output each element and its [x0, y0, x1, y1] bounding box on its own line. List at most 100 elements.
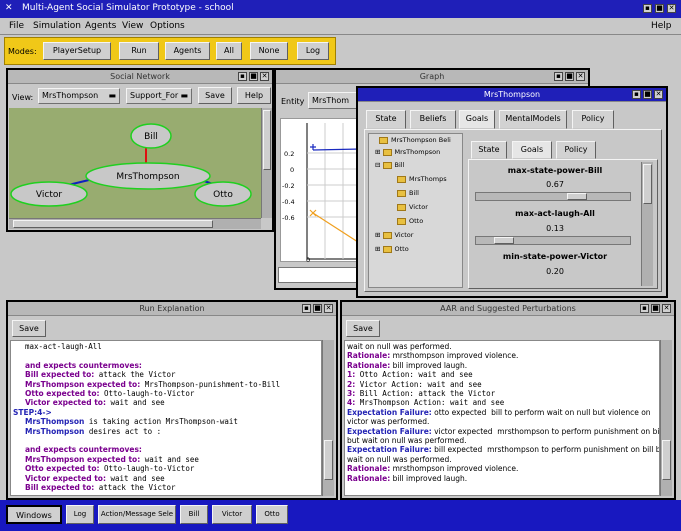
close-icon[interactable]: ✕ [667, 4, 676, 13]
text-line: Rationale: bill improved laugh. [347, 361, 467, 370]
taskbar-victor-button[interactable]: Victor [212, 505, 252, 524]
tree-node[interactable]: Bill [397, 189, 419, 198]
re-minimize-icon[interactable]: ▪ [302, 304, 311, 313]
sn-filter-select[interactable]: Support_For ▬ [126, 88, 192, 104]
line-text: wait and see [105, 398, 165, 408]
goals-vscrollbar[interactable] [641, 162, 653, 286]
goals-vscroll-thumb[interactable] [643, 164, 652, 204]
goal-value: 0.13 [546, 224, 564, 233]
aar-close-icon[interactable]: ✕ [662, 304, 671, 313]
taskbar-windows-button[interactable]: Windows [6, 505, 62, 524]
aar-vscrollbar[interactable] [660, 340, 672, 496]
sn-view-select[interactable]: MrsThompson ▬ [38, 88, 120, 104]
node-victor[interactable] [10, 181, 88, 207]
line-label: 1: [347, 370, 356, 380]
graph-text-field[interactable] [278, 267, 360, 283]
re-close-icon[interactable]: ✕ [324, 304, 333, 313]
mode-log-button[interactable]: Log [297, 42, 329, 60]
social-network-title: Social Network [110, 72, 170, 81]
mt-maximize-icon[interactable]: ■ [643, 90, 652, 99]
tree-node[interactable]: ⊞ Otto [375, 245, 409, 253]
sn-hscroll-thumb[interactable] [13, 220, 213, 228]
sn-minimize-icon[interactable]: ▪ [238, 72, 247, 81]
goal-slider[interactable] [475, 192, 631, 201]
tree-node[interactable]: ⊞ Victor [375, 231, 414, 239]
text-line: and expects countermoves: [25, 446, 142, 454]
taskbar-log-button[interactable]: Log [66, 505, 94, 524]
sn-maximize-icon[interactable]: ■ [249, 72, 258, 81]
tree-node[interactable]: MrsThomps [397, 175, 447, 184]
tab-beliefs[interactable]: Beliefs [410, 110, 456, 129]
menu-options[interactable]: Options [150, 21, 185, 31]
mt-close-icon[interactable]: ✕ [654, 90, 663, 99]
mode-all-button[interactable]: All [216, 42, 242, 60]
mt-minimize-icon[interactable]: ▪ [632, 90, 641, 99]
sn-close-icon[interactable]: ✕ [260, 72, 269, 81]
aar-maximize-icon[interactable]: ■ [651, 304, 660, 313]
goal-slider-thumb[interactable] [493, 237, 514, 244]
subtab-goals[interactable]: Goals [512, 141, 552, 159]
maximize-icon[interactable]: ■ [655, 4, 664, 13]
text-line: Rationale: mrsthompson improved violence… [347, 465, 518, 473]
re-maximize-icon[interactable]: ■ [313, 304, 322, 313]
re-save-button[interactable]: Save [12, 320, 46, 337]
graph-maximize-icon[interactable]: ■ [565, 72, 574, 81]
sn-vscrollbar[interactable] [261, 108, 272, 218]
re-vscroll-thumb[interactable] [324, 440, 333, 480]
tree-node[interactable]: ⊞ MrsThompson [375, 148, 441, 156]
taskbar-bill-button[interactable]: Bill [180, 505, 208, 524]
menu-file[interactable]: File [9, 21, 25, 31]
sn-view-label: View: [12, 93, 34, 102]
node-mrsthompson[interactable] [85, 162, 211, 190]
graph-minimize-icon[interactable]: ▪ [554, 72, 563, 81]
menu-view[interactable]: View [122, 21, 144, 31]
goal-slider[interactable] [475, 236, 631, 245]
aar-vscroll-thumb[interactable] [662, 440, 671, 480]
tab-mentalmodels[interactable]: MentalModels [499, 110, 567, 129]
line-label: MrsThompson expected to: [25, 454, 141, 464]
sn-hscrollbar[interactable] [9, 218, 261, 229]
aar-minimize-icon[interactable]: ▪ [640, 304, 649, 313]
app-icon[interactable]: ✕ [5, 3, 13, 13]
line-label: Bill expected to: [25, 370, 95, 380]
tab-state[interactable]: State [366, 110, 406, 129]
mode-agents-button[interactable]: Agents [165, 42, 210, 60]
subtab-policy[interactable]: Policy [556, 141, 596, 159]
minimize-icon[interactable]: ▪ [643, 4, 652, 13]
graph-entity-select[interactable]: MrsThom [308, 92, 358, 109]
line-label: Expectation Failure: [347, 426, 432, 436]
sn-vscroll-thumb[interactable] [263, 110, 271, 170]
mode-run-button[interactable]: Run [119, 42, 159, 60]
folder-icon [382, 161, 392, 169]
menu-simulation[interactable]: Simulation [33, 21, 81, 31]
taskbar-action-message-button[interactable]: Action/Message Sele [98, 505, 176, 524]
goals-list: max-state-power-Bill 0.67 max-act-laugh-… [471, 162, 637, 286]
tree-node[interactable]: MrsThompson Beli [379, 136, 451, 145]
aar-text-area[interactable]: wait on null was performed.Rationale: mr… [344, 340, 660, 496]
mode-none-button[interactable]: None [250, 42, 288, 60]
tab-policy[interactable]: Policy [572, 110, 614, 129]
tree-node[interactable]: Otto [397, 217, 423, 226]
tree-node[interactable]: ⊟ Bill [375, 161, 405, 169]
mode-playersetup-button[interactable]: PlayerSetup [43, 42, 111, 60]
sn-help-button[interactable]: Help [237, 87, 271, 104]
node-bill[interactable] [130, 123, 172, 149]
re-vscrollbar[interactable] [322, 340, 334, 496]
menu-help[interactable]: Help [651, 21, 672, 31]
node-otto[interactable] [194, 181, 252, 207]
sn-canvas[interactable]: Bill MrsThompson Victor Otto [9, 108, 261, 218]
tree-node[interactable]: Victor [397, 203, 428, 212]
tab-goals[interactable]: Goals [459, 110, 495, 129]
taskbar-otto-button[interactable]: Otto [256, 505, 288, 524]
menu-agents[interactable]: Agents [85, 21, 117, 31]
sn-save-button[interactable]: Save [198, 87, 232, 104]
graph-close-icon[interactable]: ✕ [576, 72, 585, 81]
subtab-state[interactable]: State [471, 141, 507, 159]
aar-save-button[interactable]: Save [346, 320, 380, 337]
graph-series-orange [312, 212, 362, 245]
line-label: MrsThompson expected to: [25, 379, 141, 389]
text-line: Expectation Failure: bill expected mrsth… [347, 446, 659, 454]
goal-slider-thumb[interactable] [567, 193, 588, 200]
mrsthompson-window: MrsThompson ▪ ■ ✕ State Beliefs Goals Me… [356, 86, 668, 298]
